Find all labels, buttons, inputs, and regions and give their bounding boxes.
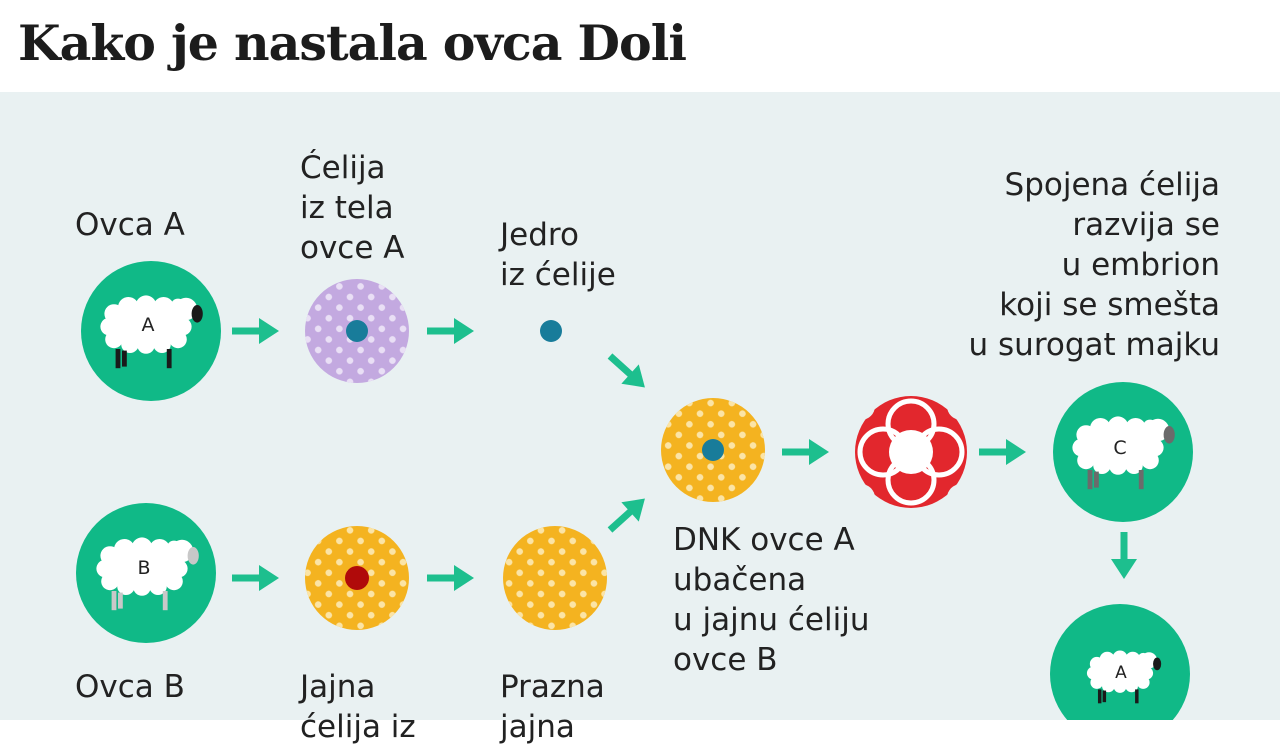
label-jajna: Jajna ćelija iz: [300, 669, 416, 745]
arrow-icon: [232, 565, 279, 591]
arrow-icon: [601, 488, 654, 540]
label-ovca-a: Ovca A: [75, 207, 185, 243]
cell-icon: [503, 526, 607, 630]
diagram-canvas: A B: [76, 261, 1193, 720]
label-jedro: Jedro iz ćelije: [500, 217, 616, 293]
nucleus-icon: [702, 439, 724, 461]
arrow-icon: [601, 346, 654, 398]
nucleus-icon: [345, 566, 369, 590]
arrow-icon: [232, 318, 279, 344]
embryo-icon: [847, 392, 975, 512]
sheep-b-letter: B: [137, 557, 150, 579]
sheep-c-letter: C: [1113, 437, 1126, 459]
page-title: Kako je nastala ovca Doli: [18, 14, 687, 72]
clone-letter: A: [1115, 663, 1127, 683]
sheep-a-letter: A: [142, 314, 155, 336]
label-spojena: Spojena ćelija razvija se u embrion koji…: [968, 167, 1220, 363]
nucleus-icon: [540, 320, 562, 342]
label-dnk: DNK ovce A ubačena u jajnu ćeliju ovce B: [673, 522, 870, 678]
nucleus-icon: [346, 320, 368, 342]
arrow-icon: [979, 439, 1026, 465]
arrow-icon: [427, 565, 474, 591]
arrow-icon: [1111, 532, 1137, 579]
diagram-panel: [0, 92, 1280, 720]
label-celija-tela: Ćelija iz tela ovce A: [300, 150, 405, 266]
label-prazna: Prazna jajna: [500, 669, 605, 745]
arrow-icon: [782, 439, 829, 465]
arrow-icon: [427, 318, 474, 344]
title-bar: Kako je nastala ovca Doli: [0, 0, 1280, 92]
label-ovca-b: Ovca B: [75, 669, 185, 705]
